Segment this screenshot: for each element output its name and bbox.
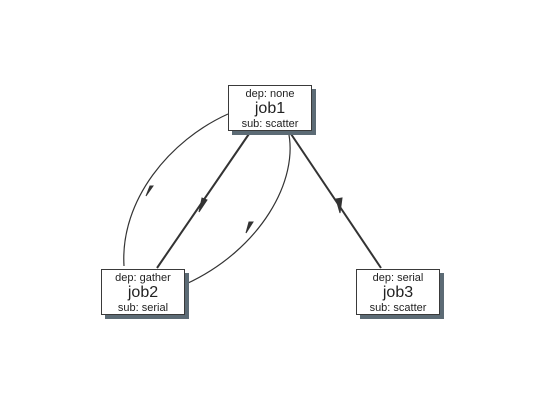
node-job1-dep: dep: none: [245, 88, 295, 100]
edge-job2-job1-curved-right: [185, 129, 291, 285]
node-job1-sub: sub: scatter: [241, 118, 299, 130]
node-job1[interactable]: dep: none job1 sub: scatter: [228, 85, 312, 131]
edge-job2-job1-curved-right-arrow: [245, 221, 254, 234]
node-job2-dep: dep: gather: [115, 272, 171, 284]
node-job2[interactable]: dep: gather job2 sub: serial: [101, 269, 185, 315]
edge-job1-job2-straight-arrow: [198, 197, 208, 213]
edge-job1-job3-straight: [288, 130, 382, 269]
node-job3-sub: sub: scatter: [369, 302, 427, 314]
node-job3[interactable]: dep: serial job3 sub: scatter: [356, 269, 440, 315]
node-job2-name: job2: [127, 284, 159, 301]
node-job2-sub: sub: serial: [117, 302, 169, 314]
node-job3-name: job3: [382, 284, 414, 301]
edge-job1-job2-curved-left: [123, 113, 229, 267]
edge-job1-job2-curved-left-arrow: [145, 185, 154, 197]
node-job1-name: job1: [254, 100, 286, 117]
node-job3-dep: dep: serial: [372, 272, 424, 284]
edge-job1-job3-straight-arrow: [335, 197, 343, 214]
